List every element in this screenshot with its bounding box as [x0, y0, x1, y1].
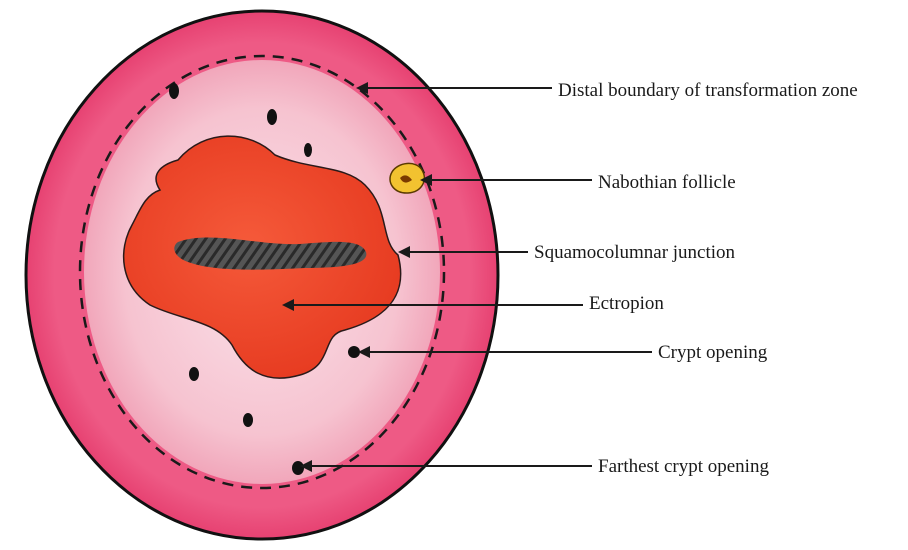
crypt-opening-dot [169, 83, 179, 99]
label-squamocolumnar-junction: Squamocolumnar junction [534, 242, 735, 264]
label-ectropion: Ectropion [589, 293, 664, 315]
label-distal-boundary: Distal boundary of transformation zone [558, 80, 858, 102]
crypt-opening-dot [243, 413, 253, 427]
crypt-opening-dot [267, 109, 277, 125]
crypt-opening-dot [189, 367, 199, 381]
label-crypt-opening: Crypt opening [658, 342, 767, 364]
label-nabothian-follicle: Nabothian follicle [598, 172, 736, 194]
crypt-opening-dot [304, 143, 312, 157]
crypt-opening-dot [292, 461, 304, 475]
label-farthest-crypt-opening: Farthest crypt opening [598, 456, 769, 478]
